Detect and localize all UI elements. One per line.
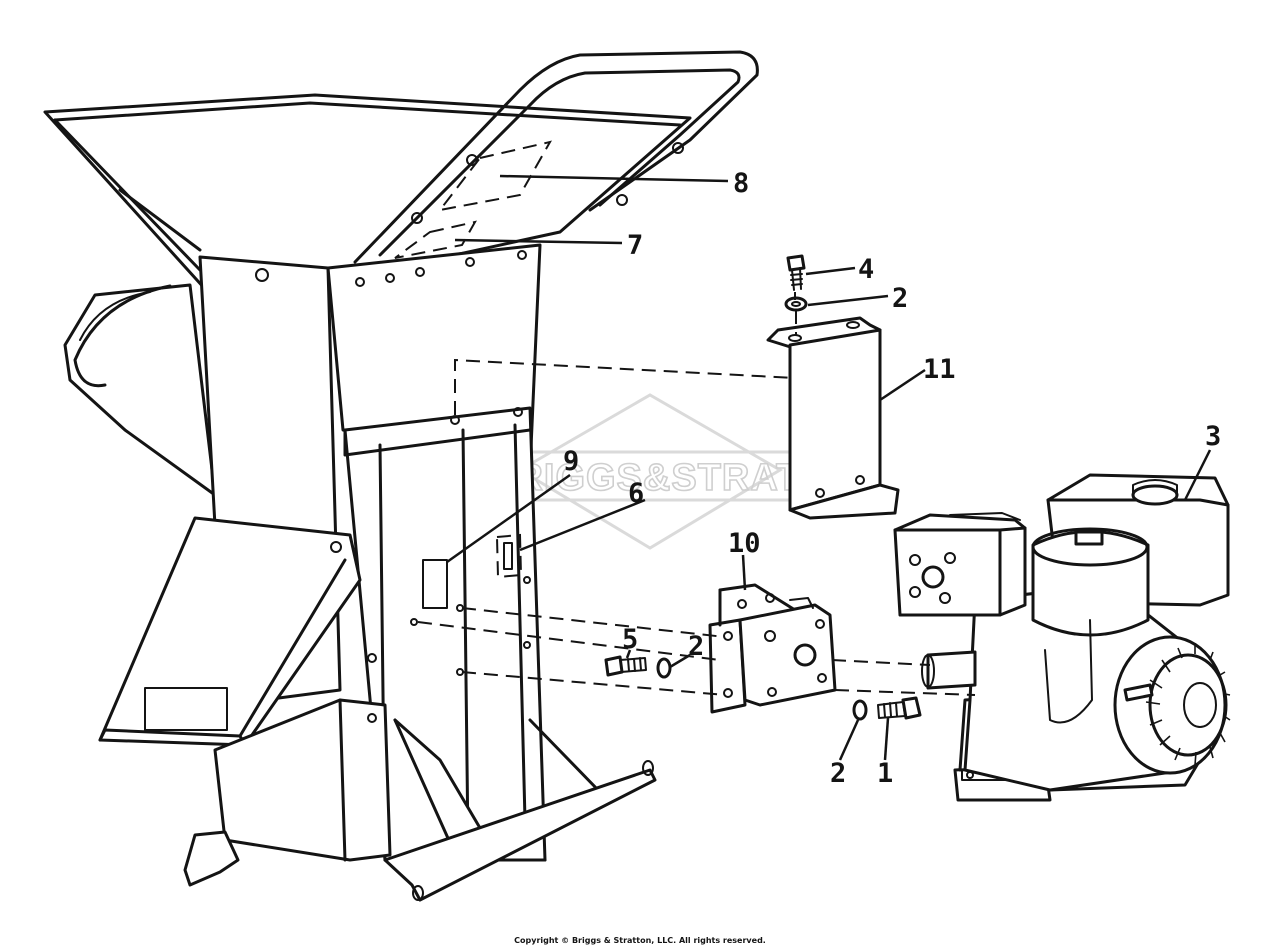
callout-4: 4: [858, 254, 874, 285]
callout-labels: 8 7 4 2 11 3 9 6 10 5 2 2 1: [563, 168, 1221, 789]
engine-adapter-plate: [708, 583, 837, 714]
callout-10: 10: [728, 528, 761, 559]
callout-5: 5: [622, 624, 638, 655]
callout-7: 7: [627, 230, 643, 261]
copyright-notice: Copyright © Briggs & Stratton, LLC. All …: [514, 936, 766, 945]
chipper-frame: [43, 50, 759, 902]
engine: [893, 473, 1231, 802]
callout-6: 6: [628, 478, 644, 509]
leader-lines: [446, 174, 1212, 761]
callout-11: 11: [923, 354, 956, 385]
lock-washer-2-middle: [656, 657, 672, 679]
lock-washer-2-bottom: [852, 699, 868, 721]
callout-2-middle: 2: [688, 631, 704, 662]
screw-4: [786, 254, 806, 291]
callout-9: 9: [563, 446, 579, 477]
callout-8: 8: [733, 168, 749, 199]
screw-1: [877, 696, 922, 720]
engine-support-bracket: [766, 316, 900, 520]
callout-3: 3: [1205, 421, 1221, 452]
callout-1: 1: [877, 758, 893, 789]
screw-5: [604, 655, 647, 677]
alignment-lines: [417, 292, 976, 696]
callout-2-bottom: 2: [830, 758, 846, 789]
callout-2-top: 2: [892, 283, 908, 314]
